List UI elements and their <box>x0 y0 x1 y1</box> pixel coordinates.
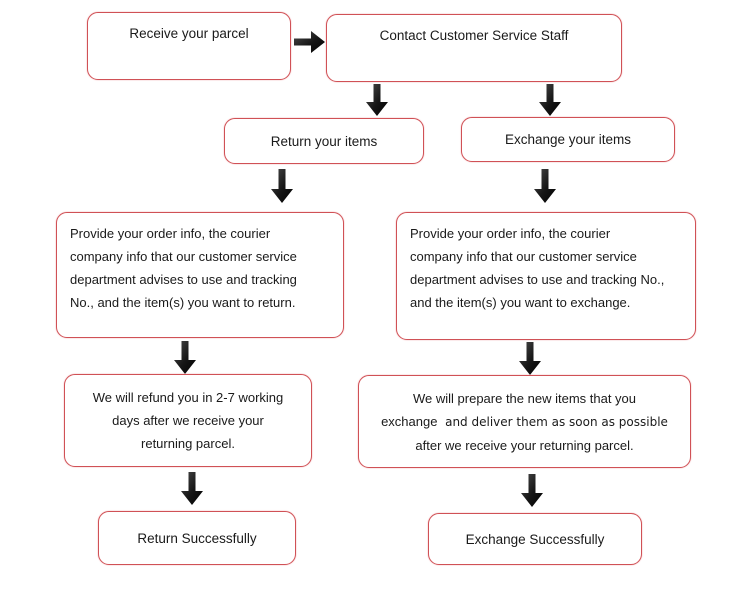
block-arrow-down-icon <box>521 474 543 507</box>
node-line: company info that our customer service <box>410 249 637 264</box>
node-return-your-items: Return your items <box>224 118 424 164</box>
block-arrow-down-icon <box>534 169 556 203</box>
block-arrow-down-icon <box>366 84 388 116</box>
node-line: We will prepare the new items that you <box>412 390 637 406</box>
node-line: and the item(s) you want to exchange. <box>410 295 631 310</box>
node-line: No., and the item(s) you want to return. <box>70 295 296 310</box>
block-arrow-down-icon <box>539 84 561 116</box>
block-arrow-down-icon <box>181 472 203 505</box>
block-arrow-down-icon <box>174 341 196 374</box>
node-line: department advises to use and tracking <box>70 272 297 287</box>
node-line: returning parcel. <box>141 436 235 451</box>
block-arrow-down-icon <box>519 342 541 375</box>
node-label: Exchange your items <box>504 132 632 147</box>
node-label: Return your items <box>270 133 378 149</box>
node-prepare-new-items: We will prepare the new items that you e… <box>358 375 691 468</box>
node-exchange-your-items: Exchange your items <box>461 117 675 162</box>
node-label: Exchange Successfully <box>465 531 605 547</box>
node-line-part: exchange <box>381 413 438 429</box>
node-return-successfully: Return Successfully <box>98 511 296 565</box>
node-refund-info: We will refund you in 2-7 working days a… <box>64 374 312 467</box>
node-line-part-alt: and deliver them as soon as possible <box>437 414 668 429</box>
node-receive-parcel: Receive your parcel <box>87 12 291 80</box>
node-contact-customer-service: Contact Customer Service Staff <box>326 14 622 82</box>
node-line: days after we receive your <box>112 413 264 428</box>
node-line: Provide your order info, the courier <box>70 226 271 241</box>
node-label: Receive your parcel <box>129 26 249 41</box>
block-arrow-right-icon <box>294 31 325 53</box>
node-line: after we receive your returning parcel. <box>415 437 634 453</box>
node-line: company info that our customer service <box>70 249 297 264</box>
block-arrow-down-icon <box>271 169 293 203</box>
node-exchange-successfully: Exchange Successfully <box>428 513 642 565</box>
node-line: Provide your order info, the courier <box>410 226 611 241</box>
node-provide-info-exchange: Provide your order info, the courier com… <box>396 212 696 340</box>
node-label: Contact Customer Service Staff <box>379 28 569 43</box>
node-line: We will refund you in 2-7 working <box>92 390 284 405</box>
node-line: department advises to use and tracking N… <box>410 272 665 287</box>
node-label: Return Successfully <box>137 530 257 546</box>
node-provide-info-return: Provide your order info, the courier com… <box>56 212 344 338</box>
node-line: exchange and deliver them as soon as pos… <box>381 410 668 434</box>
